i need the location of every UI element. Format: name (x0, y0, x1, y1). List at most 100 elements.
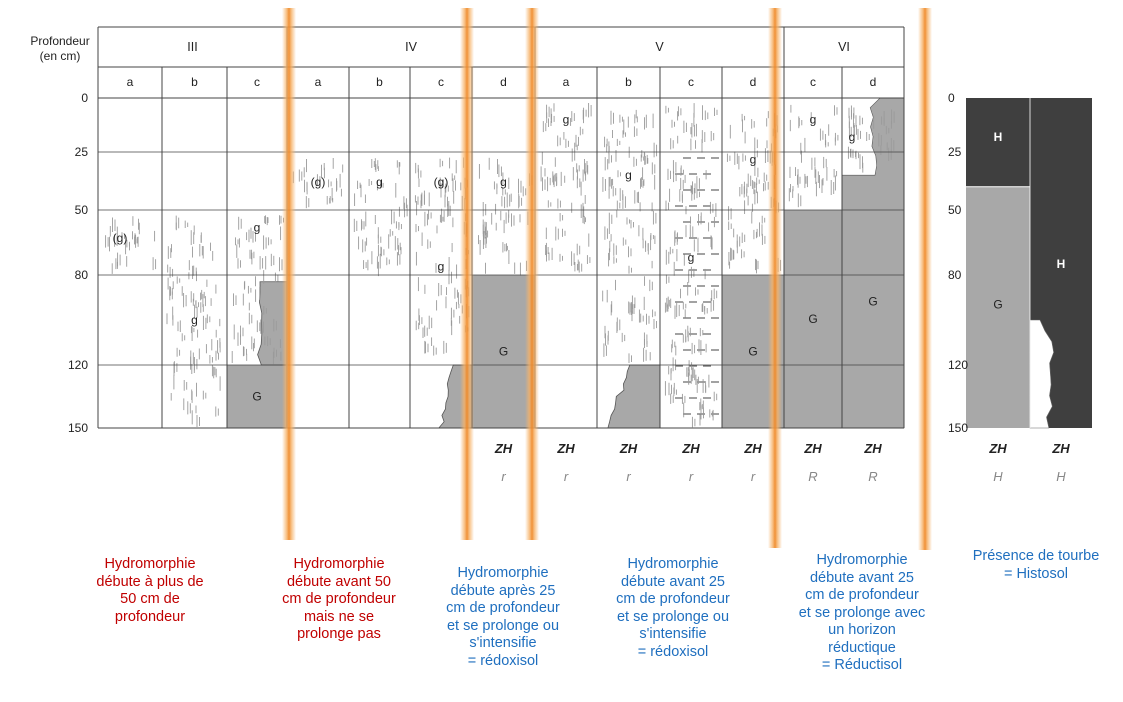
axis-tick: 25 (75, 145, 89, 159)
caption-line: et se prolonge ou (446, 617, 560, 634)
zone-code: ZH (863, 441, 882, 456)
caption-line: débute avant 25 (809, 569, 914, 586)
group-divider (768, 8, 782, 548)
mottle-label: g (254, 220, 261, 234)
group-divider (525, 8, 539, 540)
reductic-horizon (784, 210, 842, 428)
caption-line: Hydromorphie (816, 552, 908, 568)
mottle-label: g (191, 313, 198, 327)
reductic-horizon (841, 97, 905, 429)
zone-code: ZH (803, 441, 822, 456)
caption-line: = Réductisol (821, 657, 903, 673)
mottle-area (105, 216, 157, 274)
axis-tick: 120 (68, 358, 88, 372)
caption-line: s'intensifie (469, 635, 537, 651)
caption-line: cm de profondeur (805, 587, 919, 603)
mottle-label: g (376, 175, 383, 189)
caption-line: débute à plus de (96, 573, 204, 590)
peat-horizon (966, 98, 1030, 187)
subclass-header: c (810, 75, 816, 89)
subclass-header: b (625, 75, 632, 89)
zone-subcode: H (993, 469, 1003, 484)
reductic-label: G (252, 390, 261, 404)
mottle-area (353, 158, 408, 277)
mottle-label: g (750, 153, 757, 167)
zone-code: ZH (988, 441, 1007, 456)
axis-tick: 50 (948, 203, 962, 217)
mottle-area (664, 160, 718, 428)
zone-code: ZH (1051, 441, 1070, 456)
subclass-header: d (750, 75, 757, 89)
mottle-label: (g) (311, 175, 326, 189)
caption-line: réductique (828, 639, 896, 656)
peat-label: H (1057, 257, 1066, 271)
axis-tick: 80 (75, 268, 89, 282)
mottle-label: (g) (434, 175, 449, 189)
axis-tick: 0 (81, 91, 88, 105)
caption-line: cm de profondeur (282, 591, 396, 607)
subclass-header: c (254, 75, 260, 89)
class-header: VI (838, 40, 850, 54)
mottle-area (231, 215, 284, 365)
subclass-header: c (438, 75, 444, 89)
axis-tick: 25 (948, 145, 962, 159)
group-divider (918, 8, 932, 550)
caption-line: = rédoxisol (467, 652, 539, 669)
axis-title: Profondeur (30, 34, 89, 48)
zone-subcode: r (626, 469, 631, 484)
caption-line: débute avant 50 (286, 573, 391, 590)
mottle-label: g (849, 130, 856, 144)
caption-line: Présence de tourbe (972, 548, 1100, 564)
class-header: III (187, 40, 197, 54)
mottle-area (788, 104, 839, 208)
reductic-horizon (472, 275, 535, 428)
zone-subcode: R (868, 469, 877, 484)
caption-line: = rédoxisol (637, 643, 709, 660)
zone-subcode: r (689, 469, 694, 484)
caption-line: mais ne se (303, 608, 375, 625)
mottle-label: g (625, 168, 632, 182)
subclass-header: b (376, 75, 383, 89)
subclass-header: d (500, 75, 507, 89)
caption-line: et se prolonge avec (798, 604, 926, 621)
zone-code: ZH (494, 441, 513, 456)
zone-subcode: r (564, 469, 569, 484)
mottle-area (847, 105, 895, 173)
group-dividers (282, 8, 932, 550)
caption-line: Hydromorphie (104, 556, 196, 572)
reductic-horizon (605, 364, 661, 429)
zone-code: ZH (619, 441, 638, 456)
caption-line: cm de profondeur (616, 591, 730, 607)
subclass-header: b (191, 75, 198, 89)
caption-line: cm de profondeur (446, 600, 560, 616)
axis-tick: 50 (75, 203, 89, 217)
zone-code: ZH (743, 441, 762, 456)
mottle-area (166, 215, 221, 427)
zone-subcode: R (808, 469, 817, 484)
mottle-area (540, 103, 592, 273)
mottle-area (665, 103, 718, 153)
peat-label: H (994, 130, 1003, 144)
zone-code: ZH (556, 441, 575, 456)
mottle-label: g (438, 260, 445, 274)
reductic-horizon (227, 365, 287, 428)
reductic-horizon (966, 186, 1030, 428)
zone-subcode: H (1056, 469, 1066, 484)
caption-line: débute avant 25 (620, 573, 725, 590)
axis-tick: 80 (948, 268, 962, 282)
axis-tick: 150 (68, 421, 88, 435)
axis-tick: 120 (948, 358, 968, 372)
zone-code: ZH (681, 441, 700, 456)
mottle-label: g (688, 251, 695, 265)
class-header: IV (405, 40, 417, 54)
subclass-header: a (127, 75, 134, 89)
reductic-label: G (993, 297, 1002, 311)
mottle-area (292, 158, 344, 209)
axis-title: (en cm) (40, 49, 81, 63)
caption-line: s'intensifie (639, 626, 707, 642)
mineral-intrusion (1029, 319, 1055, 429)
caption-line: = Histosol (1003, 565, 1069, 582)
